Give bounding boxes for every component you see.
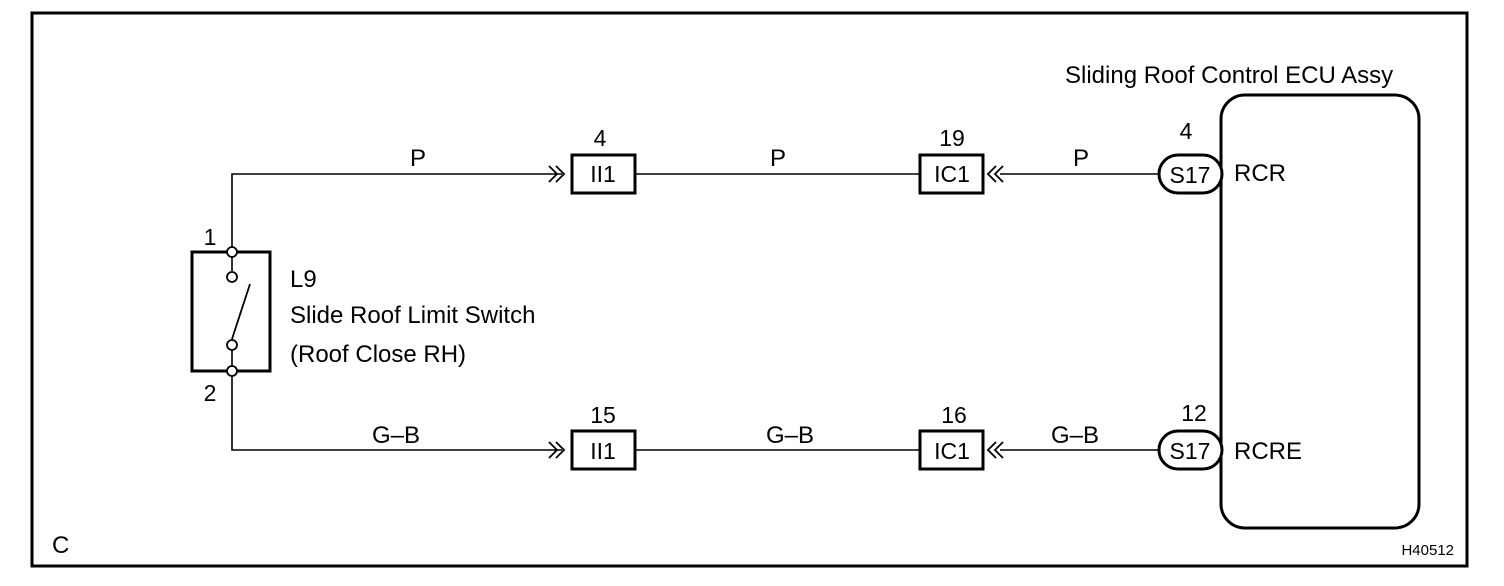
connector-ic1-bottom-code: IC1 — [934, 438, 970, 464]
male-terminal-arrow-icon — [548, 441, 566, 459]
wire-color-label-top-1: P — [410, 145, 426, 172]
figure-id: H40512 — [1401, 542, 1454, 559]
ecu-connector-s17-top-code: S17 — [1170, 162, 1211, 188]
female-terminal-arrow-icon — [986, 441, 1004, 459]
switch-contact-bottom-icon — [226, 339, 238, 351]
wire-color-label-top-2: P — [770, 145, 786, 172]
ecu-terminal-name-rcr: RCR — [1234, 160, 1286, 187]
connector-ic1-top — [918, 153, 985, 195]
limit-switch-body — [190, 250, 272, 373]
connector-ii1-top — [570, 153, 637, 195]
switch-contact-top-icon — [226, 271, 238, 283]
diagram-frame — [30, 11, 1469, 568]
wire-color-label-bottom-1: G–B — [372, 422, 420, 449]
male-terminal-arrow-icon — [548, 165, 566, 183]
ecu-body — [1219, 93, 1421, 530]
connector-ii1-top-pin: 4 — [594, 125, 607, 151]
wire-bottom — [231, 376, 562, 451]
switch-pin1-terminal-icon — [226, 246, 238, 258]
switch-blade-icon — [231, 283, 251, 340]
ecu-terminal-name-rcre: RCRE — [1234, 438, 1302, 465]
wire-top — [231, 173, 562, 252]
switch-code: L9 — [290, 266, 317, 293]
ecu-terminal-pin-bottom: 12 — [1181, 400, 1207, 426]
switch-pin-1: 1 — [204, 224, 217, 250]
corner-letter: C — [52, 532, 69, 559]
connector-ii1-bottom — [570, 429, 637, 471]
ecu-connector-s17-top — [1157, 153, 1224, 195]
connector-ii1-bottom-pin: 15 — [590, 402, 616, 428]
ecu-connector-s17-bottom — [1157, 429, 1224, 471]
connector-ii1-bottom-code: II1 — [590, 438, 616, 464]
wire-color-label-bottom-3: G–B — [1051, 422, 1099, 449]
connector-ii1-top-code: II1 — [590, 161, 616, 187]
wire-color-label-top-3: P — [1073, 145, 1089, 172]
female-terminal-arrow-icon — [986, 165, 1004, 183]
ecu-connector-s17-bottom-code: S17 — [1170, 438, 1211, 464]
switch-name: Slide Roof Limit Switch — [290, 302, 535, 329]
switch-subname: (Roof Close RH) — [290, 341, 466, 368]
wire-color-label-bottom-2: G–B — [766, 422, 814, 449]
connector-ic1-top-pin: 19 — [939, 125, 965, 151]
ecu-title: Sliding Roof Control ECU Assy — [1065, 62, 1393, 89]
connector-ic1-bottom-pin: 16 — [941, 402, 967, 428]
switch-pin-2: 2 — [204, 380, 217, 406]
connector-ic1-top-code: IC1 — [934, 161, 970, 187]
switch-pin2-terminal-icon — [226, 365, 238, 377]
connector-ic1-bottom — [918, 429, 985, 471]
ecu-terminal-pin-top: 4 — [1180, 118, 1193, 144]
